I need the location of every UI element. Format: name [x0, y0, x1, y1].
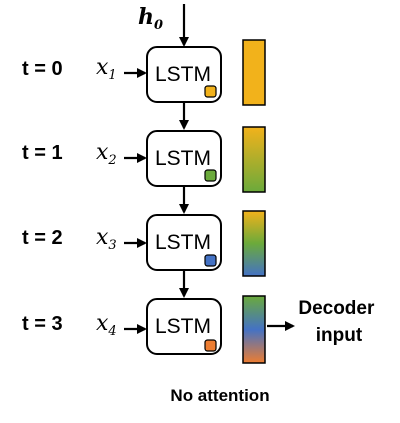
- hidden-state-marker-1: [204, 169, 217, 182]
- decoder-input-label: Decoder input: [298, 298, 379, 346]
- time-label-2: t = 2: [22, 227, 63, 249]
- initial-state-label: h0: [138, 4, 163, 33]
- hidden-state-marker-2: [204, 254, 217, 267]
- context-bar-2: [242, 210, 266, 277]
- hidden-state-marker-3: [204, 339, 217, 352]
- lstm-cell-label-0: LSTM: [155, 63, 211, 86]
- context-bar-3: [242, 295, 266, 364]
- lstm-cell-label-3: LSTM: [155, 315, 211, 338]
- input-label-1: x2: [96, 140, 117, 168]
- context-bar-1: [242, 126, 266, 193]
- input-label-2: x3: [96, 225, 117, 253]
- lstm-cell-label-1: LSTM: [155, 147, 211, 170]
- input-label-3: x4: [96, 311, 117, 339]
- caption: No attention: [170, 386, 269, 405]
- time-label-3: t = 3: [22, 313, 63, 335]
- context-bar-0: [242, 39, 266, 106]
- lstm-cell-3: [146, 298, 222, 355]
- lstm-cell-label-2: LSTM: [155, 231, 211, 254]
- input-label-0: x1: [96, 55, 117, 83]
- hidden-state-marker-0: [204, 85, 217, 98]
- time-label-0: t = 0: [22, 58, 63, 80]
- time-label-1: t = 1: [22, 142, 63, 164]
